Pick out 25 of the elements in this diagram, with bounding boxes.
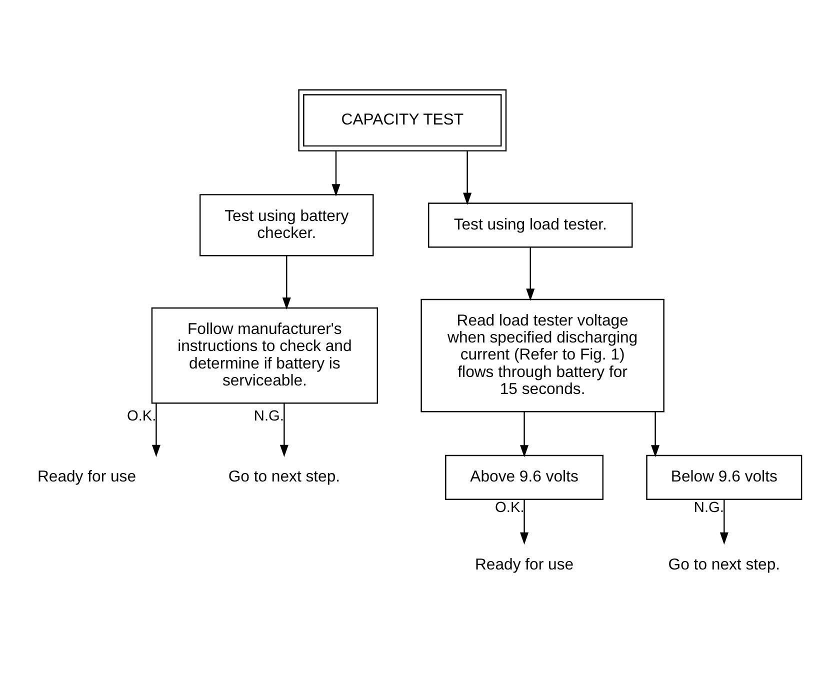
arrow <box>463 151 472 205</box>
node-box: Test using load tester. <box>428 202 633 248</box>
node-box: Below 9.6 volts <box>646 454 802 500</box>
node-box: CAPACITY TEST <box>298 89 507 152</box>
node-text: Go to next step. <box>228 468 340 486</box>
node-box: Above 9.6 volts <box>445 454 604 500</box>
arrow <box>282 256 291 310</box>
arrow <box>332 151 340 196</box>
edge-label: O.K. <box>126 408 156 424</box>
arrow <box>280 403 288 458</box>
node-text: Ready for use <box>37 468 136 486</box>
arrow <box>520 412 529 458</box>
edge-label: N.G. <box>694 500 724 516</box>
arrow <box>651 412 660 458</box>
node-box: Read load tester voltage when specified discharging current (Refer to Fig. 1) flows through battery for 15 seconds. <box>420 298 664 412</box>
node-text: Go to next step. <box>668 556 780 574</box>
edge-label: N.G. <box>254 408 284 424</box>
arrow <box>152 403 160 458</box>
node-box: Follow manufacturer's instructions to check and determine if battery is serviceable. <box>151 307 378 404</box>
edge-label: O.K. <box>495 500 524 516</box>
arrow <box>520 500 529 545</box>
arrow <box>720 500 728 545</box>
arrow <box>526 247 535 301</box>
node-box: Test using battery checker. <box>199 194 374 256</box>
node-text: Ready for use <box>475 556 574 574</box>
